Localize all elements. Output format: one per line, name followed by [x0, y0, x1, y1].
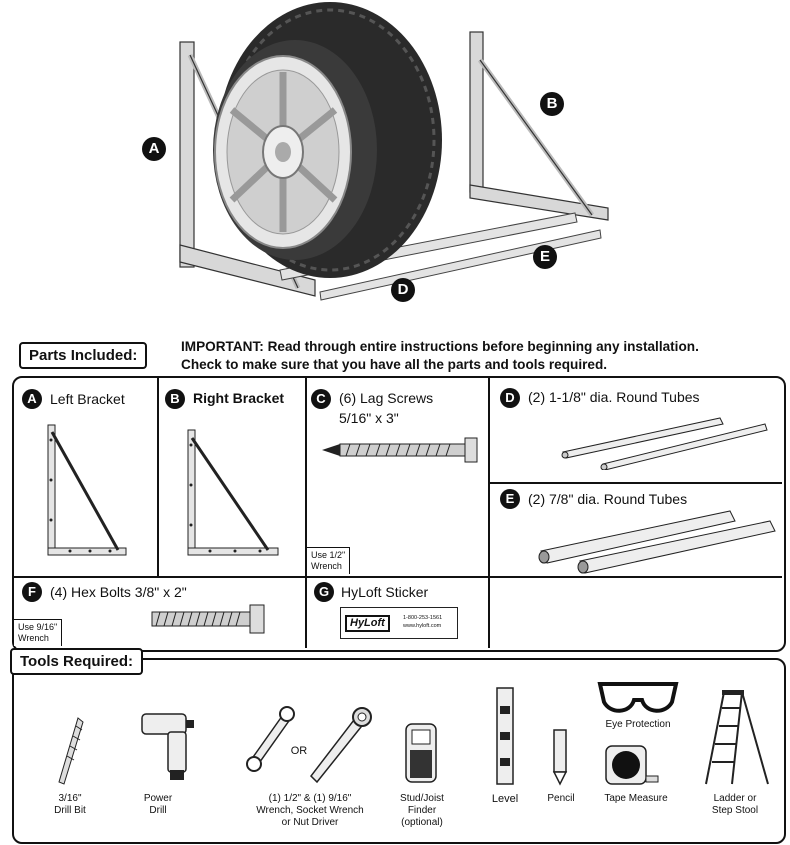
part-f-badge: F	[22, 582, 42, 602]
tape-measure-label: Tape Measure	[604, 793, 668, 804]
round-tubes-d-icon	[561, 417, 768, 470]
divider	[157, 378, 159, 576]
divider	[488, 576, 490, 648]
part-d-badge: D	[500, 388, 520, 408]
hyloft-sticker-brand: HyLoft	[345, 615, 390, 632]
divider	[489, 482, 782, 484]
pencil-label: Pencil	[547, 793, 575, 804]
hyloft-sticker-web: www.hyloft.com	[403, 623, 442, 629]
part-a-badge: A	[22, 389, 42, 409]
part-g-badge: G	[314, 582, 334, 602]
level-icon	[496, 687, 514, 785]
or-text: OR	[290, 745, 308, 757]
part-c-badge: C	[311, 389, 331, 409]
parts-panel	[12, 376, 786, 652]
callout-a: A	[142, 137, 166, 161]
important-line-2: Check to make sure that you have all the…	[181, 357, 608, 372]
eye-protection-icon	[597, 682, 679, 713]
tools-panel	[12, 658, 786, 844]
round-tubes-e-icon	[538, 510, 776, 574]
tire-rack-illustration	[179, 2, 609, 301]
part-a-label: Left Bracket	[50, 391, 125, 407]
part-g-label: HyLoft Sticker	[341, 584, 429, 600]
divider	[14, 576, 782, 578]
eye-protection-label: Eye Protection	[605, 719, 671, 730]
hyloft-sticker: HyLoft 1-800-253-1561 www.hyloft.com	[340, 607, 458, 639]
important-line-1: IMPORTANT: Read through entire instructi…	[181, 339, 699, 354]
part-c-size: 5/16" x 3"	[339, 410, 399, 426]
tape-measure-icon	[605, 745, 659, 785]
callout-e: E	[533, 245, 557, 269]
tire-drawing	[213, 2, 442, 278]
part-c-label: (6) Lag Screws	[339, 390, 434, 406]
callout-b: B	[540, 92, 564, 116]
stud-finder-icon	[405, 723, 437, 783]
power-drill-icon	[141, 713, 194, 780]
parts-included-heading: Parts Included:	[19, 342, 148, 369]
hyloft-sticker-phone: 1-800-253-1561	[403, 615, 443, 621]
tools-required-heading: Tools Required:	[10, 648, 144, 675]
part-b-label: Right Bracket	[193, 390, 285, 406]
drill-bit-label: 3/16"Drill Bit	[54, 793, 86, 816]
part-c-wrench-note: Use 1/2"Wrench	[307, 547, 351, 574]
socket-wrench-icon	[310, 707, 372, 784]
callout-d: D	[391, 278, 415, 302]
right-bracket-drawing	[469, 31, 609, 221]
part-f-label: (4) Hex Bolts 3/8" x 2"	[50, 584, 187, 600]
pencil-icon	[552, 729, 568, 786]
divider	[305, 378, 307, 648]
part-e-label: (2) 7/8" dia. Round Tubes	[528, 491, 688, 507]
left-bracket-icon	[47, 424, 127, 556]
drill-bit-icon	[58, 717, 84, 785]
divider	[488, 378, 490, 576]
important-note: IMPORTANT: Read through entire instructi…	[181, 338, 699, 374]
right-bracket-icon	[187, 429, 279, 556]
part-d-label: (2) 1-1/8" dia. Round Tubes	[528, 389, 700, 405]
part-b-badge: B	[165, 389, 185, 409]
hex-bolt-icon	[151, 604, 265, 634]
lag-screw-icon	[322, 437, 478, 463]
wrench-label: (1) 1/2" & (1) 9/16"Wrench, Socket Wrenc…	[256, 793, 364, 828]
part-e-badge: E	[500, 489, 520, 509]
level-label: Level	[491, 793, 519, 805]
part-f-wrench-note: Use 9/16"Wrench	[14, 619, 63, 646]
wrench-icon	[246, 706, 295, 772]
ladder-icon	[705, 690, 769, 785]
